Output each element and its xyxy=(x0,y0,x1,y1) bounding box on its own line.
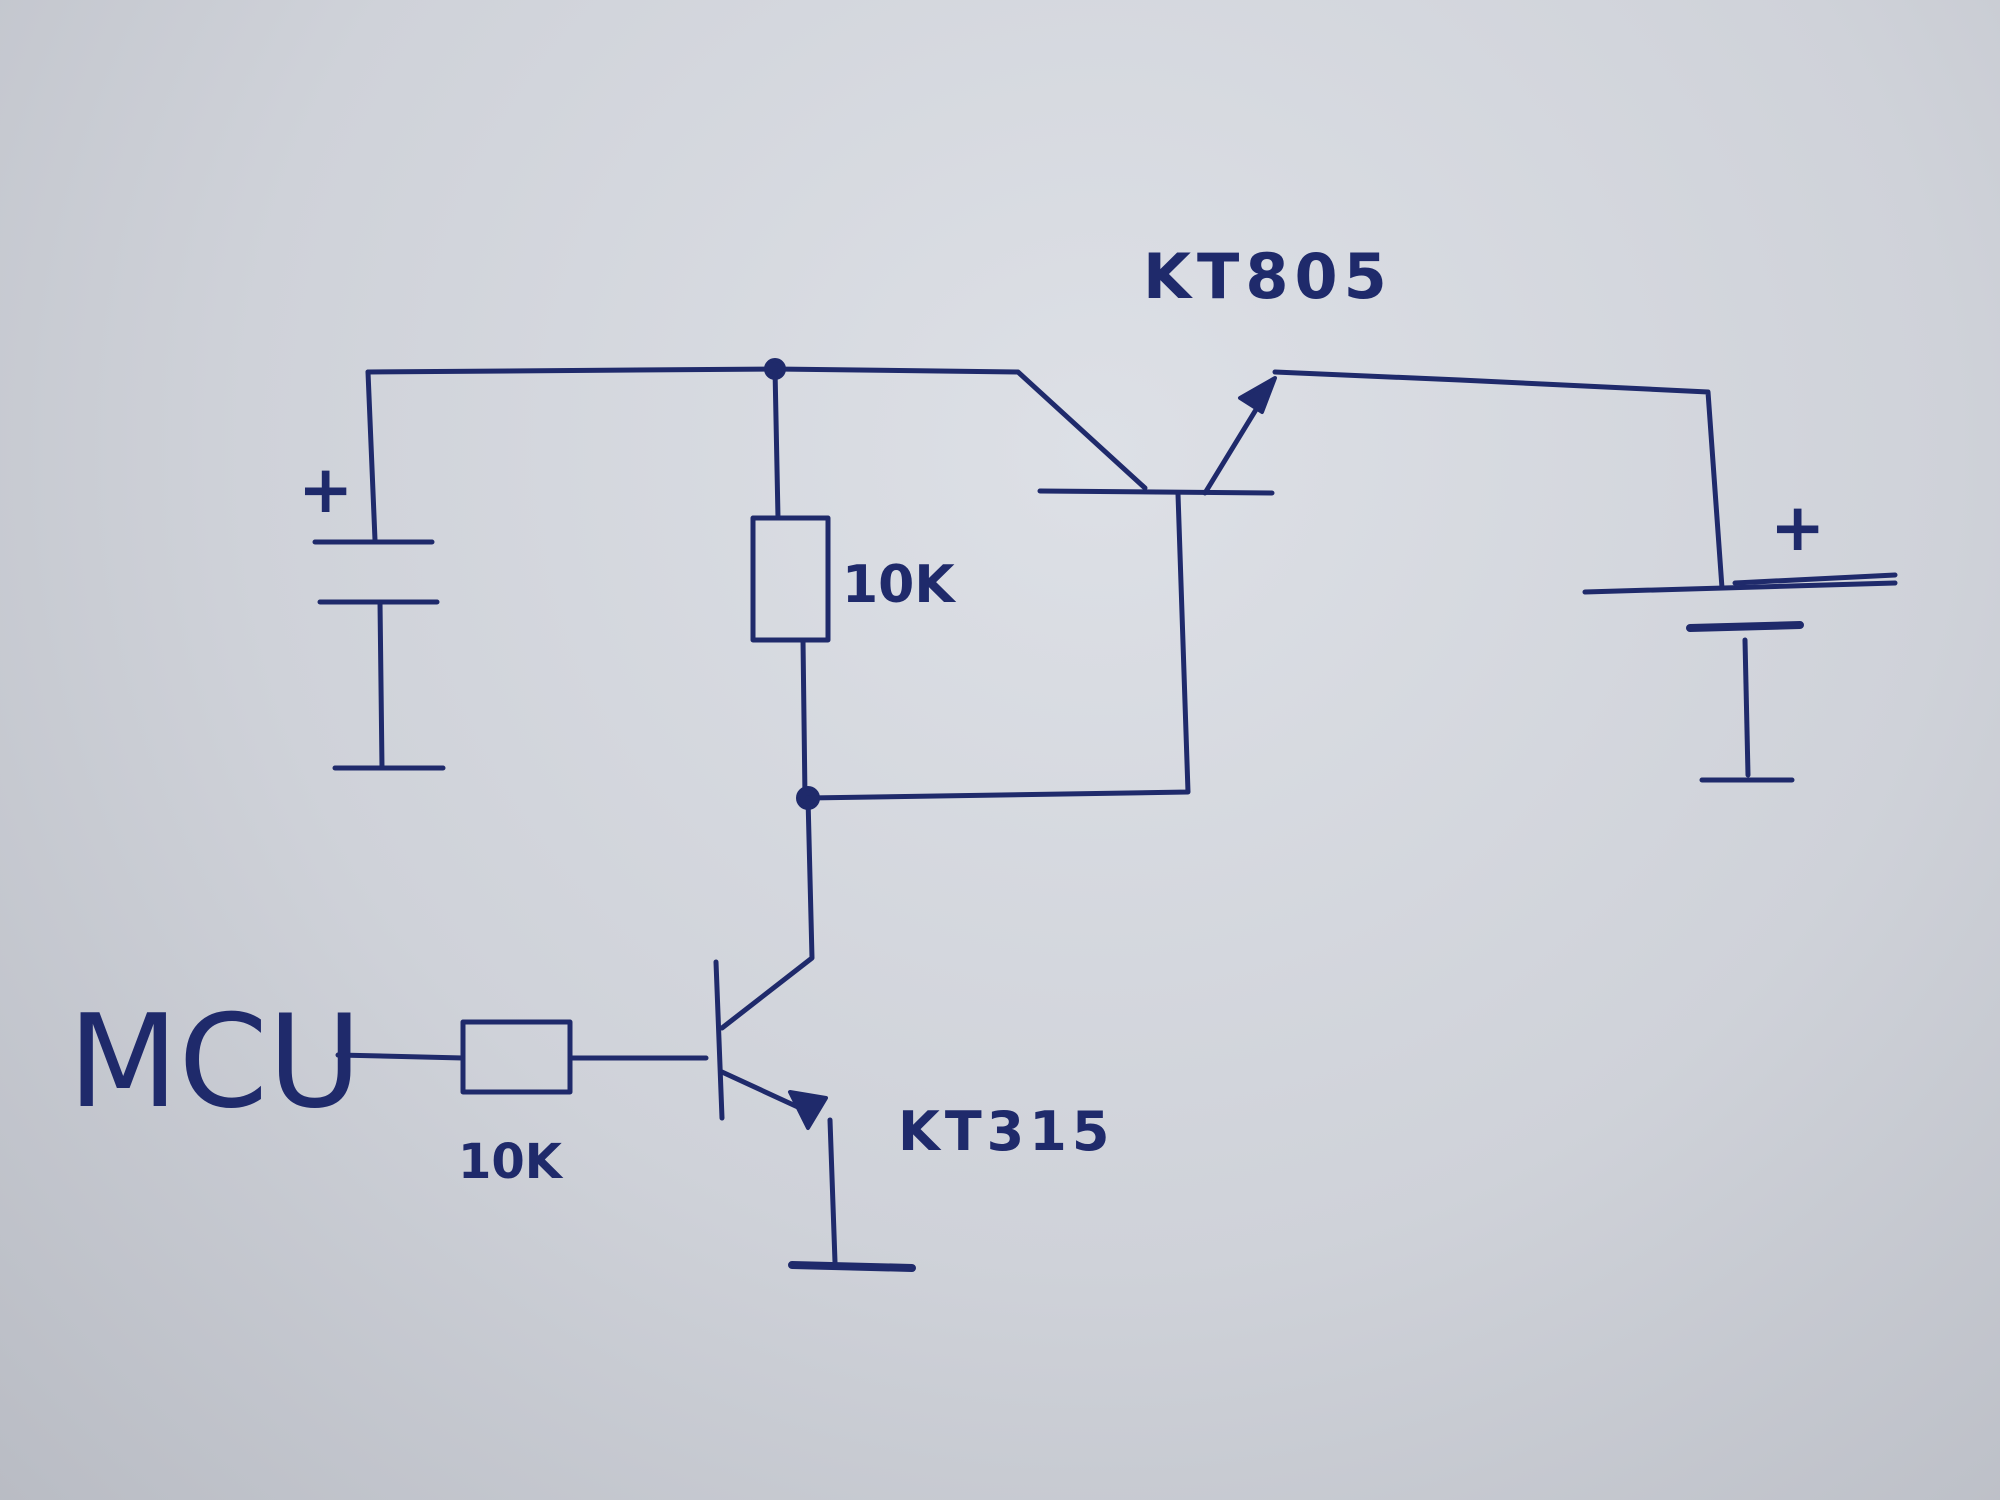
resistor-base xyxy=(460,1019,573,1095)
transistor-kt805-label: KT805 xyxy=(1143,240,1393,313)
transistor-kt805 xyxy=(1037,369,1725,591)
resistor-base-value: 10K xyxy=(458,1134,564,1190)
wire-to-power-base xyxy=(805,491,1191,801)
mcu-label: MCU xyxy=(68,988,362,1137)
transistor-kt315 xyxy=(713,795,838,1265)
resistor-collector xyxy=(750,366,831,801)
capacitor-left xyxy=(312,539,446,771)
transistor-kt315-label: KT315 xyxy=(898,1100,1114,1163)
ground-symbol xyxy=(788,1261,916,1272)
resistor-collector-value: 10K xyxy=(842,555,956,615)
plus-right-label: + xyxy=(1770,489,1825,566)
wire-mcu-input xyxy=(335,1052,466,1061)
wire-top-rail xyxy=(365,366,1148,491)
battery-right xyxy=(1582,572,1898,783)
plus-left-label: + xyxy=(298,451,353,528)
wire-left-cap xyxy=(365,369,378,543)
